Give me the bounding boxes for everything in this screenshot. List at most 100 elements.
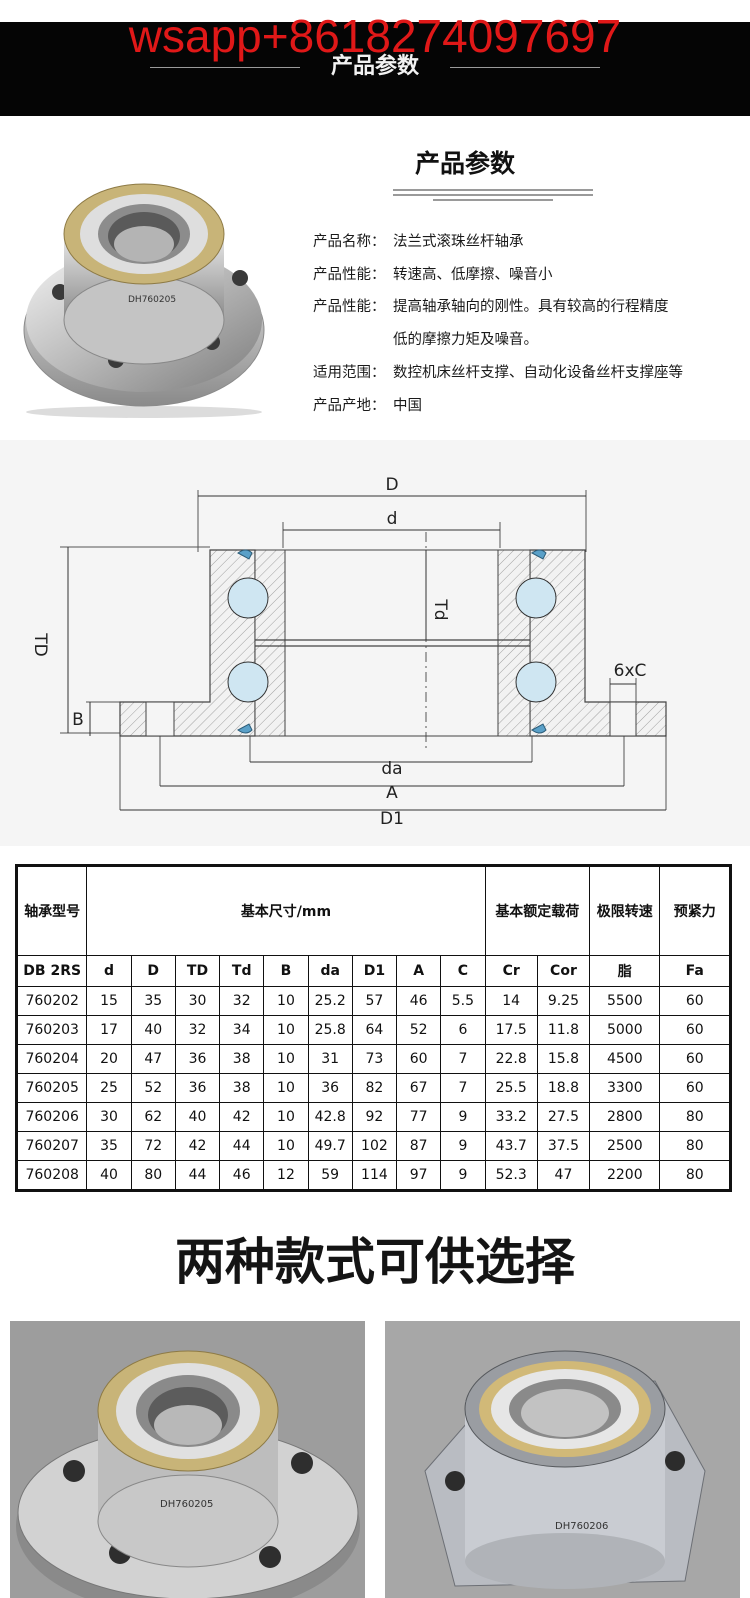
table-cell: 80 [659, 1160, 731, 1191]
spec-table-wrap: 轴承型号 基本尺寸/mm 基本额定载荷 极限转速 预紧力 DB 2RS d D … [15, 864, 732, 1192]
table-cell: 22.8 [484, 1044, 538, 1074]
table-cell: 33.2 [484, 1102, 538, 1132]
table-cell: 52 [130, 1073, 176, 1103]
table-cell: 25 [86, 1073, 132, 1103]
table-cell: 9.25 [536, 986, 591, 1016]
table-cell: 60 [659, 1015, 731, 1045]
bearing-photo: DH760205 [23, 183, 265, 418]
subheader-cell: da [307, 955, 353, 987]
table-cell: 35 [86, 1131, 132, 1161]
info-subtitle-decoration [378, 186, 608, 208]
info-title: 产品参数 [414, 149, 515, 178]
table-cell: 47 [536, 1160, 591, 1191]
label-da: da [381, 759, 402, 779]
table-cell: 10 [263, 1073, 309, 1103]
table-cell: 67 [396, 1073, 442, 1103]
table-cell: 40 [86, 1160, 132, 1191]
table-cell: 5.5 [440, 986, 486, 1016]
table-cell: 12 [263, 1160, 309, 1191]
table-cell: 760206 [15, 1102, 88, 1132]
label-D1: D1 [380, 809, 404, 829]
table-cell: 10 [263, 1044, 309, 1074]
table-cell: 64 [351, 1015, 398, 1045]
table-cell: 5000 [589, 1015, 661, 1045]
table-cell: 40 [130, 1015, 176, 1045]
subheader-cell: Cor [536, 955, 591, 987]
table-cell: 38 [219, 1073, 265, 1103]
banner-divider-left [150, 67, 300, 68]
spec-row-performance-cont: 低的摩擦力矩及噪音。 [393, 332, 538, 348]
table-subheader-row: DB 2RS d D TD Td B da D1 A C Cr Cor 脂 Fa [15, 955, 731, 987]
table-cell: 9 [440, 1131, 486, 1161]
table-cell: 15 [86, 986, 132, 1016]
table-cell: 20 [86, 1044, 132, 1074]
subheader-cell: 脂 [589, 955, 661, 987]
style-photo-right: DH760206 [385, 1321, 740, 1598]
label-d: d [387, 509, 398, 529]
label-Td: Td [430, 598, 450, 620]
header-speed: 极限转速 [589, 865, 661, 956]
table-cell: 760205 [15, 1073, 88, 1103]
table-cell: 2500 [589, 1131, 661, 1161]
banner-divider-right [450, 67, 600, 68]
table-cell: 6 [440, 1015, 486, 1045]
header-model: 轴承型号 [15, 865, 88, 956]
table-cell: 60 [659, 1073, 731, 1103]
table-header-row: 轴承型号 基本尺寸/mm 基本额定载荷 极限转速 预紧力 [15, 865, 731, 956]
table-cell: 15.8 [536, 1044, 591, 1074]
table-cell: 30 [86, 1102, 132, 1132]
subheader-cell: Cr [484, 955, 538, 987]
table-cell: 43.7 [484, 1131, 538, 1161]
subheader-cell: DB 2RS [15, 955, 88, 987]
table-cell: 44 [219, 1131, 265, 1161]
bearing-photo-left: DH760205 [16, 1350, 360, 1598]
subheader-cell: D1 [351, 955, 398, 987]
right-marking: DH760206 [555, 1521, 608, 1532]
table-cell: 35 [130, 986, 176, 1016]
table-cell: 87 [396, 1131, 442, 1161]
header-load-rating: 基本额定载荷 [484, 865, 591, 956]
table-cell: 114 [351, 1160, 398, 1191]
label-B: B [72, 710, 84, 730]
table-cell: 80 [130, 1160, 176, 1191]
table-cell: 92 [351, 1102, 398, 1132]
table-cell: 62 [130, 1102, 176, 1132]
table-cell: 82 [351, 1073, 398, 1103]
technical-drawing: D d TD Td B da A D1 6xC [0, 440, 750, 846]
table-cell: 17 [86, 1015, 132, 1045]
table-cell: 25.5 [484, 1073, 538, 1103]
table-cell: 5500 [589, 986, 661, 1016]
table-cell: 27.5 [536, 1102, 591, 1132]
product-info-section: DH760205 产品参数 产品名称：法兰式滚珠丝杆轴承 产品性能：转速高、低摩… [0, 116, 750, 438]
label-TD: TD [30, 632, 50, 656]
table-cell: 49.7 [307, 1131, 353, 1161]
table-cell: 57 [351, 986, 398, 1016]
contact-watermark: wsapp+8618274097697 [128, 10, 622, 62]
label-A: A [386, 783, 398, 803]
table-cell: 31 [307, 1044, 353, 1074]
table-cell: 60 [659, 1044, 731, 1074]
table-cell: 3300 [589, 1073, 661, 1103]
header-preload: 预紧力 [659, 865, 731, 956]
subheader-cell: C [440, 955, 486, 987]
table-cell: 47 [130, 1044, 176, 1074]
table-cell: 760207 [15, 1131, 88, 1161]
banner-title: 产品参数 [330, 54, 419, 79]
table-cell: 7 [440, 1044, 486, 1074]
table-cell: 760202 [15, 986, 88, 1016]
table-cell: 97 [396, 1160, 442, 1191]
table-cell: 32 [174, 1015, 221, 1045]
subheader-cell: Fa [659, 955, 731, 987]
table-cell: 42 [174, 1131, 221, 1161]
subheader-cell: TD [174, 955, 221, 987]
subheader-cell: d [86, 955, 132, 987]
table-cell: 9 [440, 1160, 486, 1191]
table-cell: 36 [174, 1044, 221, 1074]
styles-title: 两种款式可供选择 [175, 1233, 575, 1291]
table-cell: 32 [219, 986, 265, 1016]
